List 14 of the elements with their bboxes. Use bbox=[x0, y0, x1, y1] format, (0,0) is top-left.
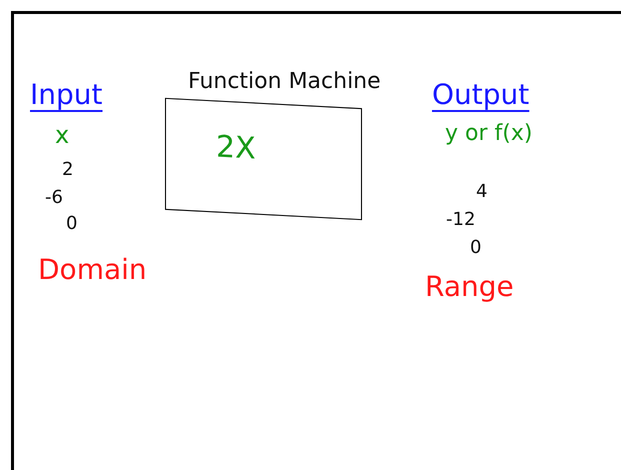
set-label: Range bbox=[425, 272, 514, 303]
variable-label: x bbox=[55, 122, 70, 148]
set-label: Domain bbox=[38, 255, 147, 286]
machine-title: Function Machine bbox=[188, 70, 381, 94]
value-text: 0 bbox=[66, 214, 78, 234]
value-text: -12 bbox=[446, 210, 476, 230]
value-text: -6 bbox=[45, 188, 63, 208]
column-heading: Input bbox=[30, 80, 103, 111]
value-text: 4 bbox=[476, 182, 488, 202]
value-text: 0 bbox=[470, 238, 482, 258]
machine-expression: 2X bbox=[216, 130, 256, 167]
variable-label: y or f(x) bbox=[445, 122, 532, 146]
value-text: 2 bbox=[62, 160, 74, 180]
column-heading: Output bbox=[432, 80, 530, 111]
